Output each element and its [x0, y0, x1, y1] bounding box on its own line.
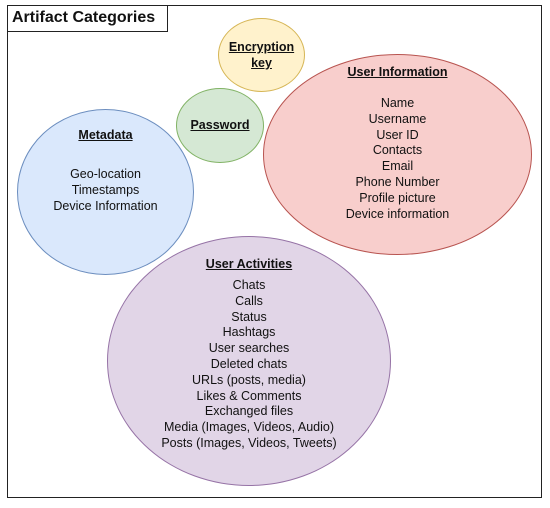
user-activities-item: User searches	[208, 341, 290, 356]
user-activities-item: Posts (Images, Videos, Tweets)	[161, 435, 337, 450]
password-bubble: Password	[176, 88, 264, 163]
user-activities-item: Likes & Comments	[196, 388, 302, 403]
user-activities-item: Status	[231, 309, 267, 324]
user-information-item: Username	[368, 111, 427, 126]
user-information-item: Email	[381, 159, 414, 174]
metadata-item: Timestamps	[71, 182, 140, 197]
metadata-bubble: Metadata Geo-location Timestamps Device …	[17, 109, 194, 275]
metadata-title: Metadata	[78, 128, 133, 142]
user-information-item: Name	[380, 96, 415, 110]
user-activities-item: Hashtags	[222, 325, 276, 340]
encryption-key-title-line-1: Encryption	[228, 40, 295, 54]
user-information-item: Device information	[345, 206, 450, 221]
diagram-title: Artifact Categories	[7, 5, 168, 32]
user-information-bubble: User Information Name Username User ID C…	[263, 54, 532, 255]
user-information-item: Profile picture	[359, 190, 436, 205]
user-information-item: User ID	[376, 127, 419, 142]
encryption-key-bubble: Encryption key	[218, 18, 305, 92]
user-activities-item: Calls	[235, 293, 263, 308]
diagram-frame	[7, 5, 542, 498]
password-title: Password	[190, 118, 250, 132]
user-information-item: Contacts	[372, 143, 423, 158]
user-activities-title: User Activities	[205, 257, 293, 271]
user-activities-item: Exchanged files	[204, 404, 294, 419]
user-activities-item: Media (Images, Videos, Audio)	[163, 420, 334, 435]
user-information-item: Phone Number	[355, 174, 440, 189]
user-activities-item: Chats	[232, 278, 266, 292]
user-activities-bubble: User Activities Chats Calls Status Hasht…	[107, 236, 391, 486]
metadata-item: Geo-location	[70, 167, 141, 181]
encryption-key-title-line-2: key	[251, 55, 272, 70]
user-information-title: User Information	[347, 65, 448, 79]
user-activities-item: URLs (posts, media)	[192, 372, 306, 387]
user-activities-item: Deleted chats	[210, 356, 288, 371]
metadata-item: Device Information	[53, 198, 158, 213]
